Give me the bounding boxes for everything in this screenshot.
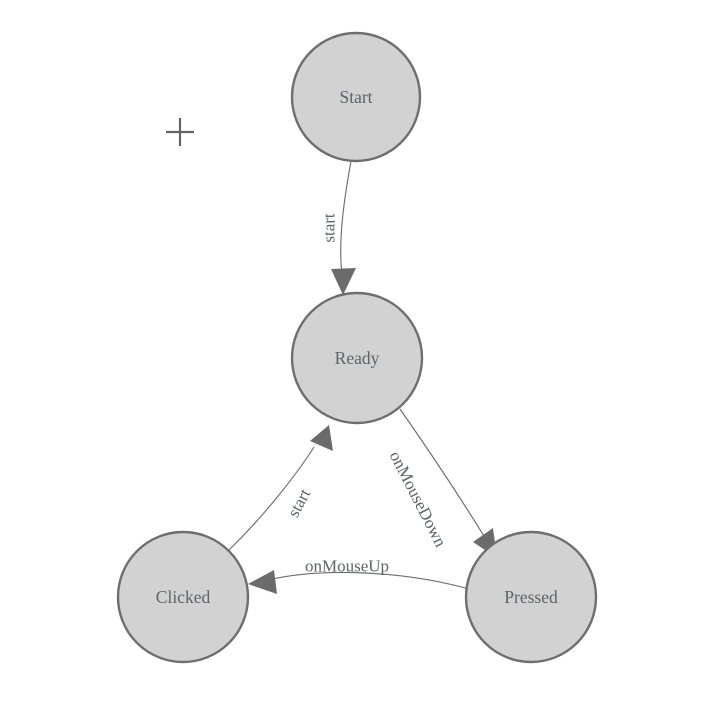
edge-label-start-to-ready: start — [320, 213, 339, 243]
arrowhead-start-to-ready — [331, 268, 356, 295]
node-clicked-circle[interactable] — [116, 530, 250, 664]
edge-label-clicked-to-ready: start — [284, 485, 315, 520]
node-ready-label: Ready — [335, 348, 380, 368]
edge-start-to-ready[interactable]: start — [320, 160, 357, 295]
edge-line-pressed-to-clicked — [267, 571, 470, 590]
edge-line-clicked-to-ready — [227, 446, 315, 552]
edge-pressed-to-clicked[interactable]: onMouseUp — [248, 557, 470, 595]
edge-ready-to-pressed[interactable]: onMouseDown — [386, 408, 497, 558]
edge-clicked-to-ready[interactable]: start — [227, 425, 333, 552]
edge-line-ready-to-pressed — [399, 408, 488, 542]
node-pressed-label: Pressed — [504, 587, 558, 607]
node-clicked-label: Clicked — [156, 587, 211, 607]
node-ready[interactable]: Ready — [290, 291, 424, 425]
node-ready-circle[interactable] — [290, 291, 424, 425]
arrowhead-pressed-to-clicked — [248, 570, 277, 594]
crosshair-icon — [166, 118, 194, 146]
node-start-label: Start — [339, 87, 372, 107]
arrowhead-clicked-to-ready — [310, 425, 333, 451]
node-pressed-circle[interactable] — [464, 530, 598, 664]
edge-label-pressed-to-clicked: onMouseUp — [305, 557, 389, 576]
node-clicked[interactable]: Clicked — [116, 530, 250, 664]
node-start[interactable]: Start — [290, 31, 422, 163]
node-start-circle[interactable] — [290, 31, 422, 163]
edge-line-start-to-ready — [340, 160, 352, 276]
node-pressed[interactable]: Pressed — [464, 530, 598, 664]
edge-label-ready-to-pressed: onMouseDown — [386, 448, 451, 550]
